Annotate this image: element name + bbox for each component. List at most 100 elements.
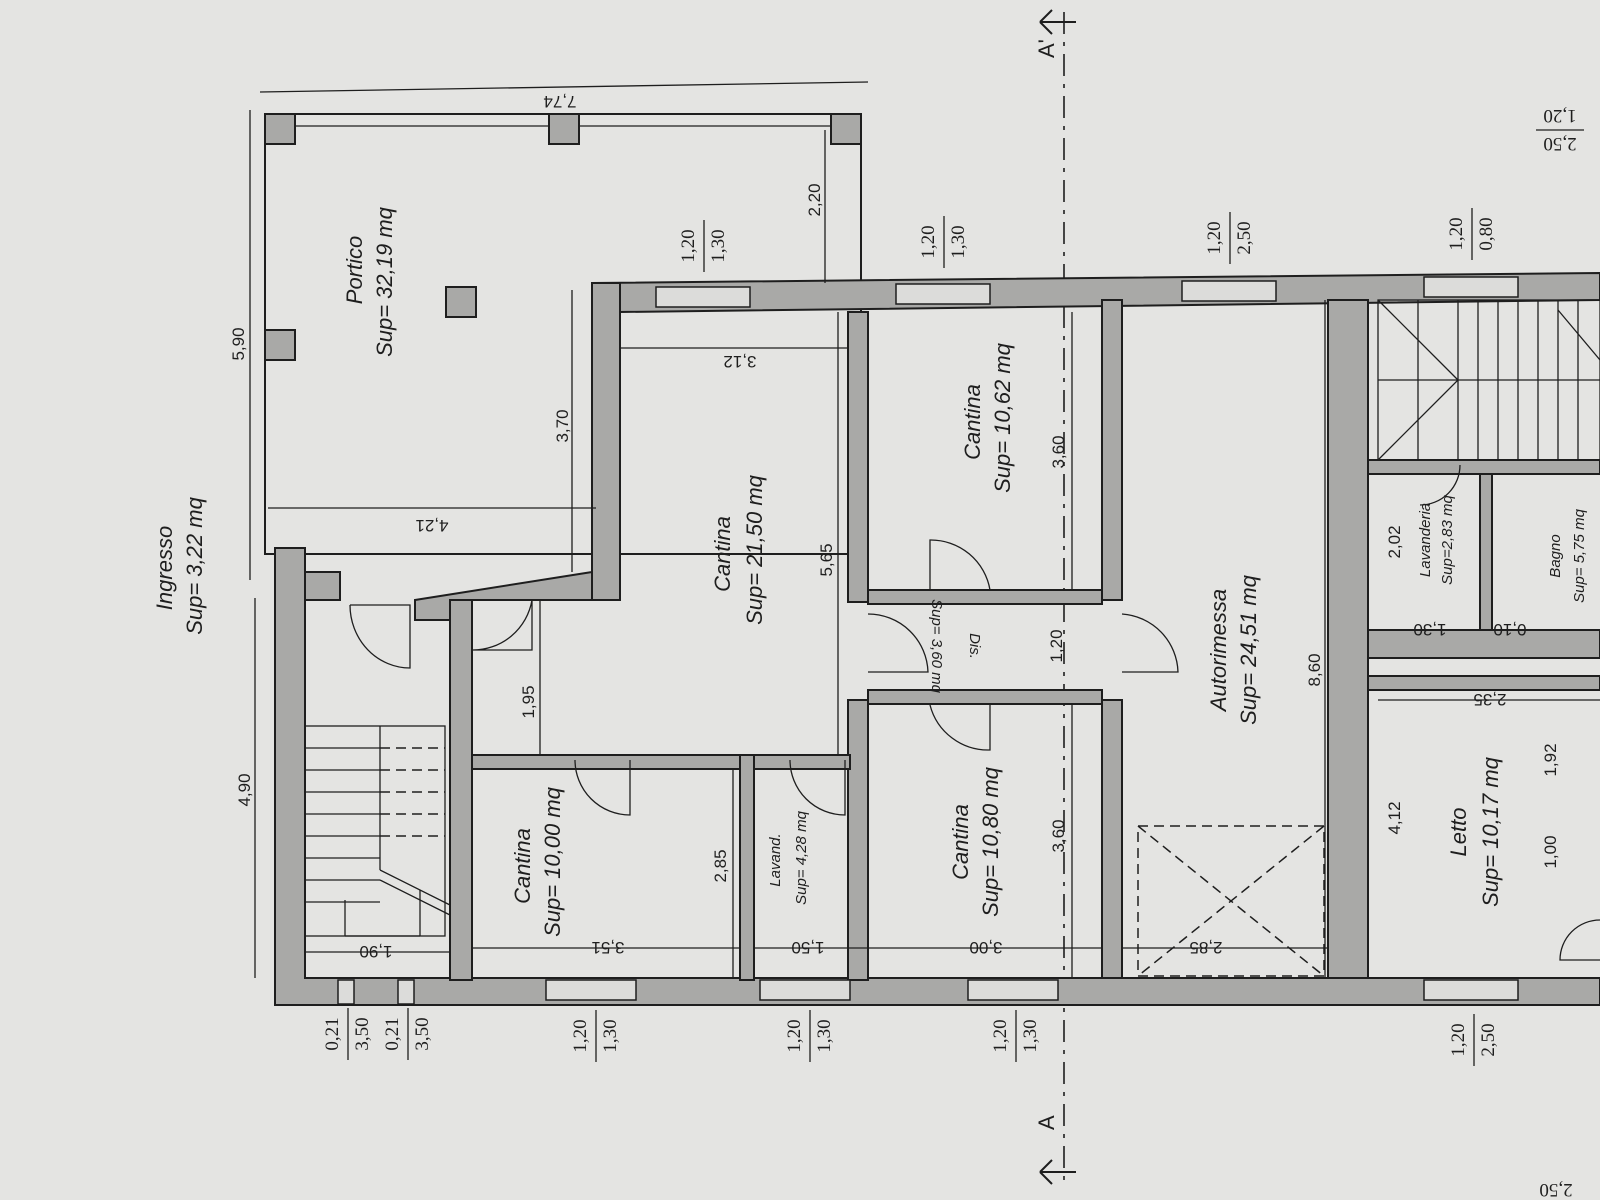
cantina-lower-left-area: Sup= 10,00 mq: [540, 786, 565, 937]
svg-text:1,30: 1,30: [600, 1019, 621, 1052]
dim-portico-width: 7,74: [543, 92, 576, 111]
dim-lavanderia-width: 1,30: [1413, 620, 1446, 639]
svg-text:1,20: 1,20: [918, 225, 939, 258]
corner-dimension-top: 2,50 1,20: [1536, 105, 1584, 154]
lavanderia-area: Sup=2,83 mq: [1439, 495, 1456, 585]
svg-text:1,30: 1,30: [708, 229, 729, 262]
wall-entry-inner: [449, 599, 473, 981]
svg-text:1,20: 1,20: [784, 1019, 805, 1052]
wall-partition: [739, 754, 755, 981]
dim-cantina-tr-length: 3,60: [1049, 435, 1068, 468]
svg-text:0,21: 0,21: [322, 1017, 343, 1050]
window-label-top: 1,20 0,80: [1446, 208, 1497, 260]
svg-text:0,80: 0,80: [1476, 217, 1497, 250]
dim-letto-side-b: 1,00: [1541, 835, 1560, 868]
svg-text:1,20: 1,20: [1448, 1023, 1469, 1056]
ingresso-name: Ingresso: [152, 526, 177, 610]
svg-text:3,50: 3,50: [352, 1017, 373, 1050]
dim-cantina-ll-length: 2,85: [711, 849, 730, 882]
window-label-bottom: 1,20 1,30: [784, 1010, 835, 1062]
bagno-name: Bagno: [1547, 534, 1564, 577]
cantina-lower-mid-area: Sup= 10,80 mq: [978, 766, 1003, 917]
staircase-entry: [304, 725, 451, 937]
cantina-top-right-name: Cantina: [960, 384, 985, 460]
window: [967, 979, 1059, 1001]
dimension-lines: [249, 81, 1600, 978]
portico-area: Sup= 32,19 mq: [372, 206, 397, 357]
wall-partition: [867, 589, 1103, 605]
autorimessa-name: Autorimessa: [1206, 589, 1231, 713]
wall-partition: [1479, 473, 1493, 631]
window: [397, 979, 415, 1005]
portico-pillar: [264, 113, 296, 145]
autorimessa-area: Sup= 24,51 mq: [1236, 574, 1261, 725]
dim-bagno-gap: 0,10: [1493, 620, 1526, 639]
letto-area: Sup= 10,17 mq: [1478, 756, 1503, 907]
section-arrow-top: [1039, 9, 1076, 35]
dis-name: Dis.: [966, 633, 983, 659]
dim-entry-length: 4,90: [235, 773, 254, 806]
wall-bottom-left: [274, 547, 1600, 1006]
lavanderia-name: Lavanderia: [1417, 503, 1434, 577]
portico-pillar: [830, 113, 862, 145]
wall-partition: [1367, 459, 1600, 475]
window: [1181, 280, 1277, 302]
dim-stair-width: 1,90: [359, 942, 392, 961]
cantina-main-area: Sup= 21,50 mq: [742, 474, 767, 625]
wall-partition: [1101, 699, 1123, 979]
dim-lavanderia-depth: 2,02: [1385, 525, 1404, 558]
dim-portico-side: 3,70: [553, 409, 572, 442]
window-label-top: 1,20 1,30: [678, 220, 729, 272]
svg-text:1,20: 1,20: [1446, 217, 1467, 250]
dim-portico-inner-depth: 2,20: [805, 183, 824, 216]
cantina-lower-left-name: Cantina: [510, 828, 535, 904]
wall-partition: [1367, 629, 1600, 659]
staircase-right: [1377, 299, 1600, 461]
dim-letto-length: 4,12: [1385, 801, 1404, 834]
cantina-top-right-area: Sup= 10,62 mq: [990, 342, 1015, 493]
section-label-bottom: A: [1034, 1115, 1059, 1130]
svg-text:1,30: 1,30: [814, 1019, 835, 1052]
svg-text:1,20: 1,20: [1204, 221, 1225, 254]
section-arrow-bottom: [1039, 1159, 1076, 1185]
door-swings: [349, 464, 1600, 961]
window-label-top: 1,20 1,30: [918, 216, 969, 268]
dim-cantina-lm-length: 3,60: [1049, 819, 1068, 852]
wall-partition-thick: [1327, 299, 1369, 979]
window: [1423, 979, 1519, 1001]
dim-cantina-main-length: 5,65: [817, 543, 836, 576]
window-label-bottom: 0,21 3,50: [382, 1008, 433, 1060]
wall-entry-jamb: [304, 571, 341, 601]
portico-column: [445, 286, 477, 318]
dim-dis-width: 1,20: [1047, 629, 1066, 662]
bagno-area: Sup= 5,75 mq: [1571, 508, 1588, 602]
svg-text:0,21: 0,21: [382, 1017, 403, 1050]
dim-letto-side-a: 1,92: [1541, 743, 1560, 776]
cantina-main-name: Cantina: [710, 516, 735, 592]
svg-text:1,20: 1,20: [990, 1019, 1011, 1052]
window: [759, 979, 851, 1001]
svg-text:1,20: 1,20: [1543, 105, 1576, 126]
wall-partition: [847, 699, 869, 981]
window: [545, 979, 637, 1001]
window-label-bottom: 0,21 3,50: [322, 1008, 373, 1060]
svg-text:1,20: 1,20: [570, 1019, 591, 1052]
cantina-lower-mid-name: Cantina: [948, 804, 973, 880]
lavand-name: Lavand.: [767, 833, 784, 886]
window: [1423, 276, 1519, 298]
window-label-bottom: 1,20 1,30: [570, 1010, 621, 1062]
svg-text:2,50: 2,50: [1234, 221, 1255, 254]
dim-garage-length: 8,60: [1305, 653, 1324, 686]
dim-portico-depth: 5,90: [229, 327, 248, 360]
dim-portico-inner-width: 4,21: [415, 516, 448, 535]
svg-text:1,30: 1,30: [948, 225, 969, 258]
wall-stepped: [591, 282, 621, 601]
section-label-top: A': [1034, 39, 1059, 58]
window-label-top: 1,20 2,50: [1204, 212, 1255, 264]
svg-text:1,20: 1,20: [678, 229, 699, 262]
svg-text:2,50: 2,50: [1543, 133, 1576, 154]
dim-cantina-lm-width: 3,00: [969, 938, 1002, 957]
svg-text:1,30: 1,30: [1020, 1019, 1041, 1052]
